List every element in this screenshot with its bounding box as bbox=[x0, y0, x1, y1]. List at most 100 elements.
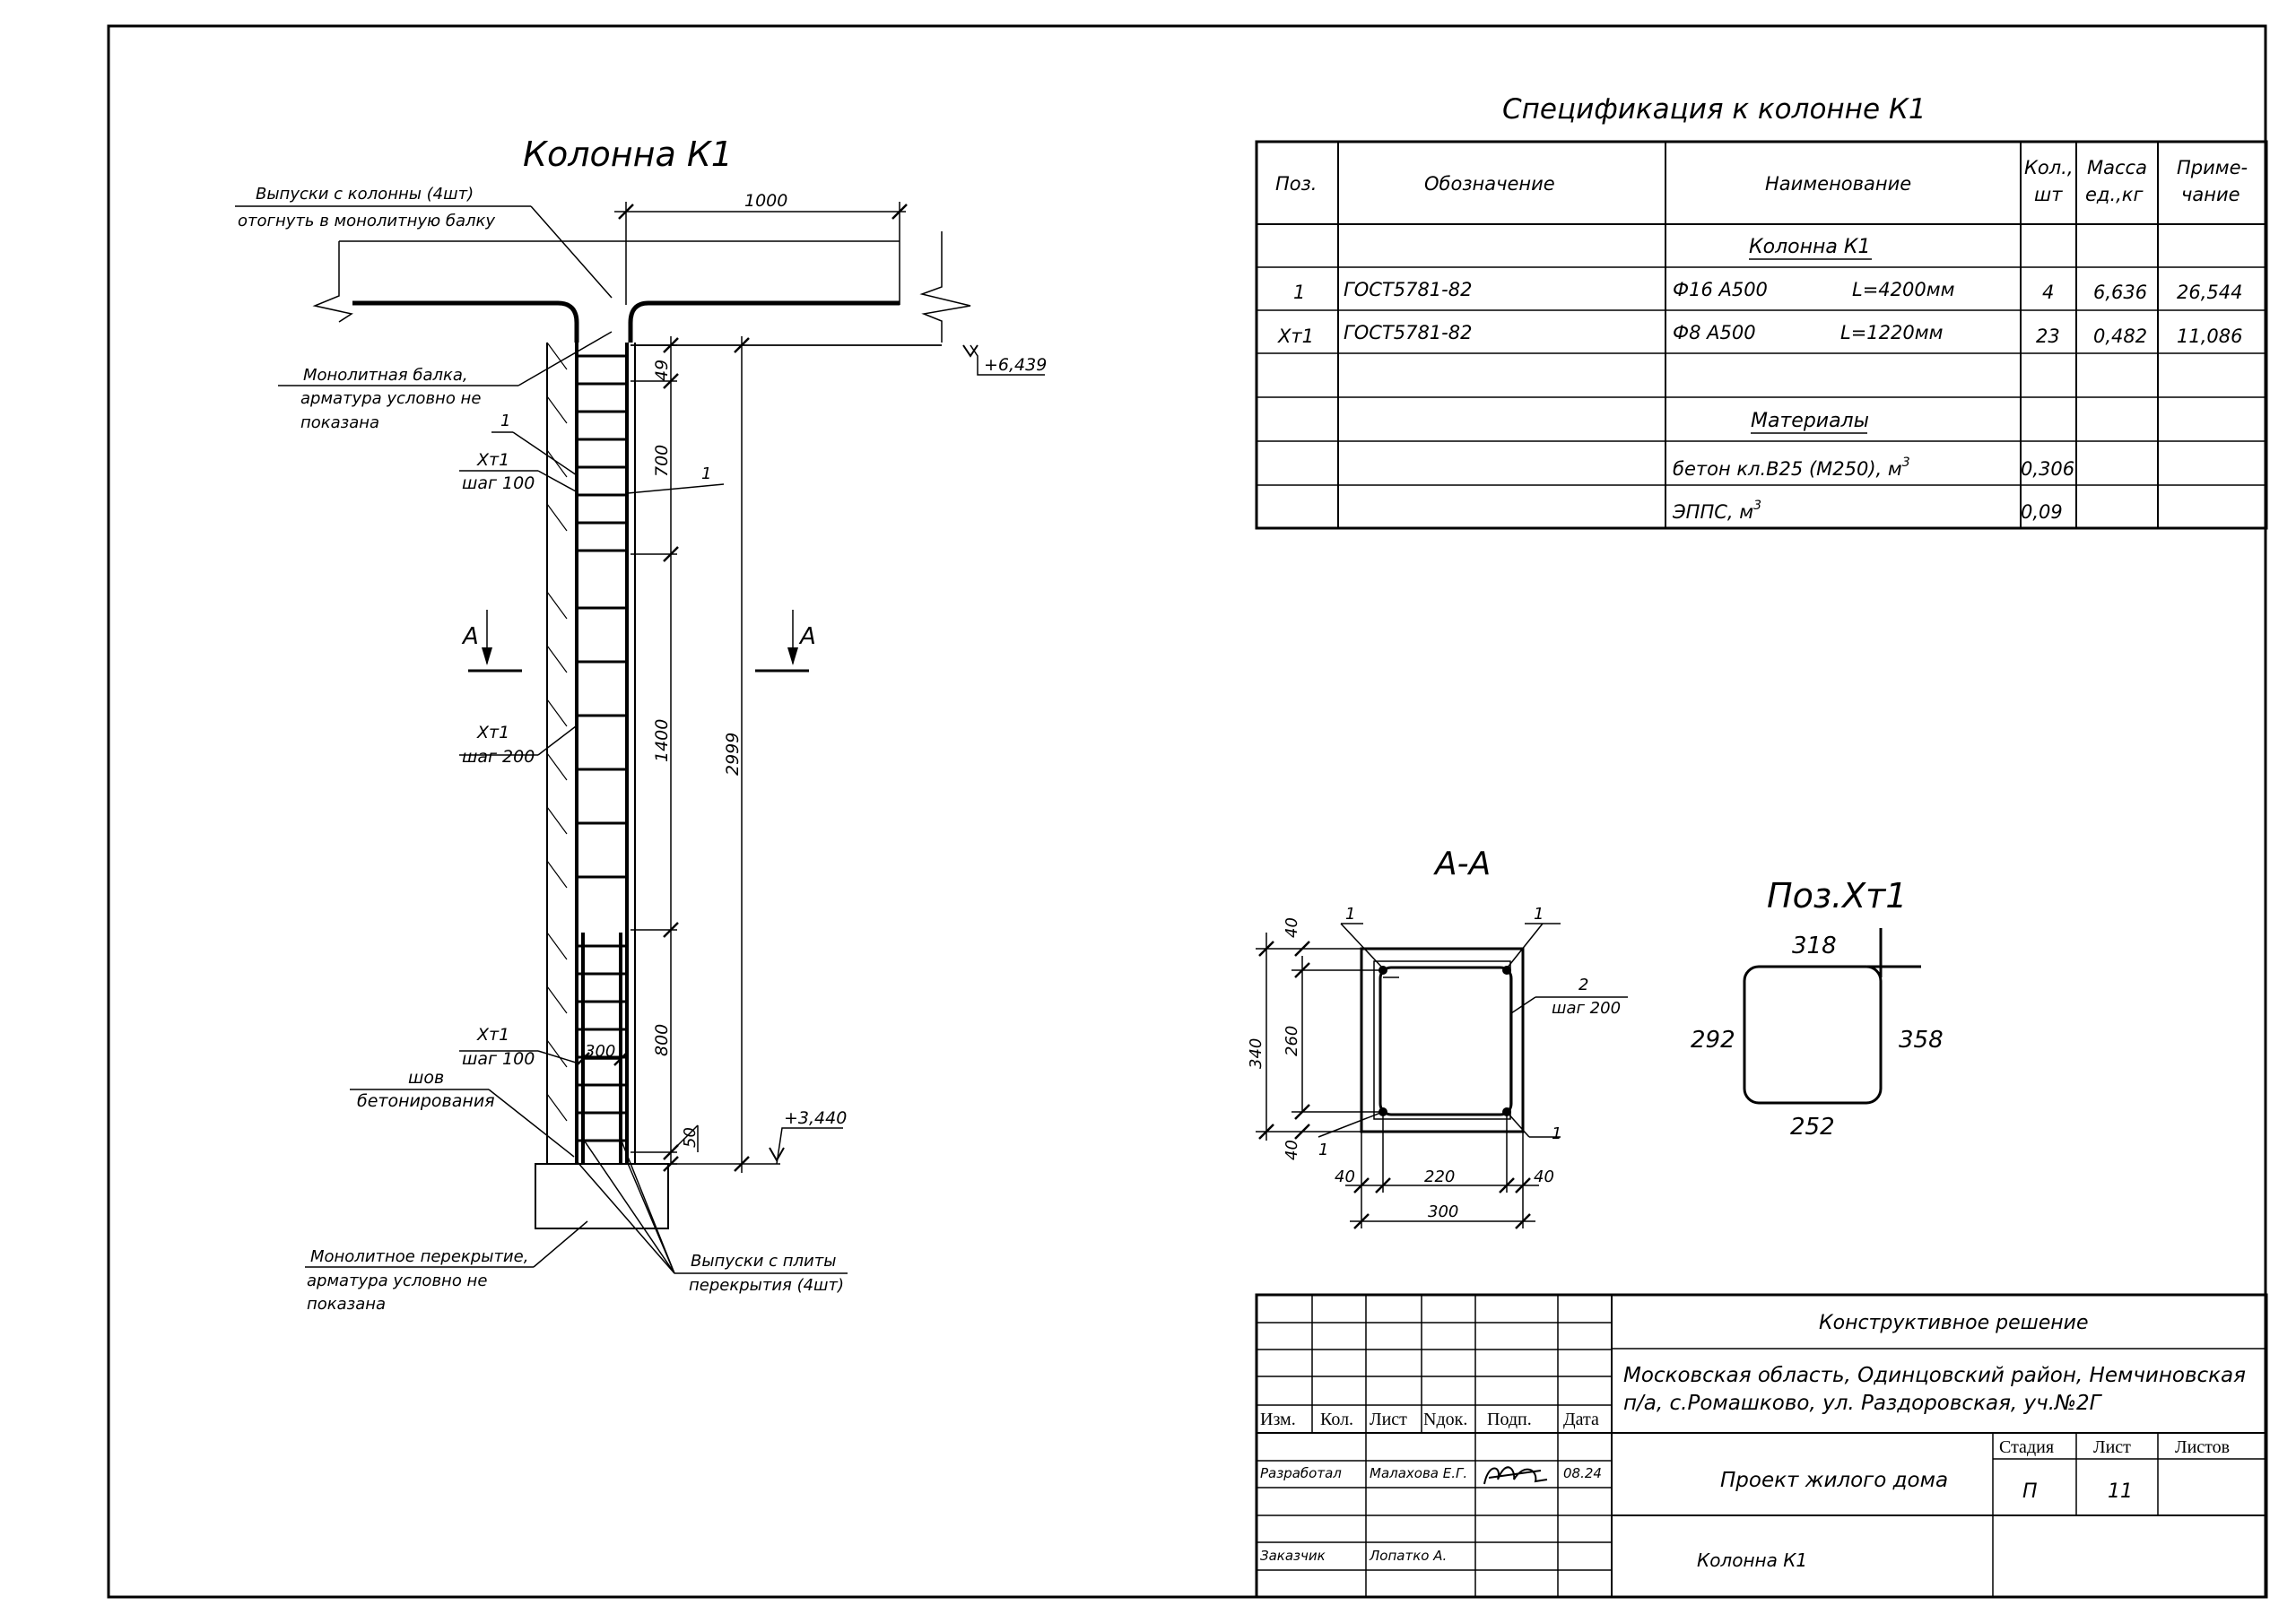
leader-hm1-bot-arrow bbox=[537, 1050, 577, 1063]
aa-dim-40-top: 40 bbox=[1283, 917, 1301, 938]
note-beam-3: показана bbox=[300, 413, 379, 432]
note-outlets-column-2: отогнуть в монолитную балку bbox=[238, 212, 495, 230]
hatch-line bbox=[546, 449, 568, 478]
title-block: Изм. Кол. Лист Nдок. Подп. Дата Разработ… bbox=[1255, 1293, 2268, 1599]
dim-300-tick-r bbox=[613, 1052, 628, 1066]
leader-pos1-left-arrow bbox=[512, 431, 578, 476]
leader-pos1-right bbox=[627, 483, 725, 494]
aa-label-1-bl: 1 bbox=[1318, 1141, 1328, 1159]
callout-step-100-top: шаг 100 bbox=[462, 473, 535, 493]
leader-outlets-column-arrow bbox=[530, 205, 613, 299]
leader-hm1-top-arrow bbox=[537, 470, 577, 492]
spec-row1-designation: ГОСТ5781-82 bbox=[1344, 279, 1472, 300]
svg-text:50: 50 bbox=[681, 1127, 700, 1148]
level-mark-bottom: +3,440 bbox=[769, 1108, 847, 1165]
stirrup-dim-bottom: 252 bbox=[1790, 1114, 1835, 1141]
spec-group-column: Колонна К1 bbox=[1749, 236, 1870, 258]
spec-row2-mass: 0,482 bbox=[2093, 325, 2147, 347]
svg-text:49: 49 bbox=[652, 360, 672, 381]
tb-sheet-value: 11 bbox=[2108, 1480, 2133, 1503]
svg-text:1400: 1400 bbox=[652, 719, 672, 762]
slab bbox=[535, 1163, 669, 1229]
spec-header-note-2: чание bbox=[2181, 184, 2240, 205]
hatch-line bbox=[546, 591, 568, 620]
spec-group-materials: Материалы bbox=[1751, 410, 1869, 432]
aa-dim-40-left: 40 bbox=[1335, 1167, 1355, 1186]
note-slab-2: арматура условно не bbox=[307, 1271, 487, 1290]
spec-header-mass-1: Масса bbox=[2087, 157, 2147, 178]
hatch-line bbox=[546, 699, 568, 727]
leader-outlets-slab-d bbox=[626, 1160, 675, 1274]
hatch-line bbox=[546, 342, 568, 370]
dim-300-label: 300 bbox=[585, 1042, 615, 1061]
note-outlets-slab-2: перекрытия (4шт) bbox=[689, 1276, 844, 1295]
tb-project-name: Проект жилого дома bbox=[1720, 1469, 1948, 1492]
note-beam-1: Монолитная балка, bbox=[303, 366, 468, 385]
leader-outlets-slab-a bbox=[582, 1138, 675, 1274]
outlet-bar-right bbox=[628, 300, 900, 343]
stirrup-dim-left: 292 bbox=[1691, 1027, 1735, 1054]
tb-stage-value: П bbox=[2022, 1480, 2038, 1503]
specification-table: Спецификация к колонне К1 Поз. Обозначен… bbox=[1255, 93, 2268, 530]
dim-1000: 1000 bbox=[614, 191, 908, 305]
aa-label-1-tr: 1 bbox=[1534, 905, 1544, 924]
callout-hm1-bot: Хт1 bbox=[476, 1025, 509, 1045]
callout-hm1-top: Хт1 bbox=[476, 450, 509, 470]
aa-label-1-tl: 1 bbox=[1345, 905, 1355, 924]
aa-dim-300: 300 bbox=[1428, 1202, 1458, 1221]
dim-chain-stirrups: 49 700 1400 800 50 bbox=[631, 336, 700, 1172]
tb-customer-label: Заказчик bbox=[1260, 1548, 1326, 1564]
stirrup-dim-top: 318 bbox=[1792, 933, 1837, 959]
section-aa-title: А-А bbox=[1433, 846, 1491, 882]
spec-row1-pos: 1 bbox=[1293, 282, 1305, 303]
tb-address-1: Московская область, Одинцовский район, Н… bbox=[1623, 1364, 2246, 1387]
spec-row2-note: 11,086 bbox=[2177, 325, 2242, 347]
spec-header-name: Наименование bbox=[1765, 173, 1911, 195]
tb-developed-date: 08.24 bbox=[1563, 1465, 1602, 1481]
spec-mat2-qty: 0,09 bbox=[2021, 501, 2063, 523]
note-seam-2: бетонирования bbox=[357, 1091, 495, 1111]
stirrups bbox=[577, 354, 627, 1142]
spec-row1-length: L=4200мм bbox=[1852, 279, 1955, 300]
spec-mat1-qty: 0,306 bbox=[2021, 458, 2074, 480]
svg-text:1000: 1000 bbox=[744, 191, 787, 211]
tb-developed-name: Малахова Е.Г. bbox=[1370, 1465, 1467, 1481]
tb-header-ndok: Nдок. bbox=[1423, 1410, 1467, 1429]
spec-title: Спецификация к колонне К1 bbox=[1502, 93, 1926, 126]
spec-row2-pos: Хт1 bbox=[1277, 325, 1314, 347]
spec-header-qty-2: шт bbox=[2034, 184, 2063, 205]
spec-row2-qty: 23 bbox=[2036, 325, 2060, 347]
break-line-right bbox=[919, 231, 971, 343]
hatch-line bbox=[546, 806, 568, 835]
svg-text:2999: 2999 bbox=[723, 733, 743, 776]
tb-customer-name: Лопатко А. bbox=[1369, 1548, 1447, 1564]
aa-dim-260: 260 bbox=[1283, 1026, 1301, 1056]
spec-mat1-name: бетон кл.В25 (М250), м3 bbox=[1673, 456, 1910, 480]
callout-pos1-right: 1 bbox=[701, 464, 711, 483]
hatch-line bbox=[546, 985, 568, 1014]
hatch-line bbox=[546, 752, 568, 781]
note-slab-1: Монолитное перекрытие, bbox=[310, 1247, 528, 1266]
aa-dim-40-bot: 40 bbox=[1283, 1140, 1301, 1160]
spec-row1-name: Ф16 А500 bbox=[1673, 279, 1768, 300]
hatch-line bbox=[546, 395, 568, 424]
svg-text:А: А bbox=[798, 623, 816, 650]
spec-row2-designation: ГОСТ5781-82 bbox=[1344, 322, 1472, 343]
section-mark-left: А bbox=[461, 610, 522, 673]
hatch-line bbox=[546, 1039, 568, 1068]
tb-drawing-name: Колонна К1 bbox=[1697, 1549, 1807, 1571]
section-mark-right: А bbox=[755, 610, 816, 673]
stirrup-dim-right: 358 bbox=[1899, 1027, 1944, 1054]
hatch-line bbox=[546, 1093, 568, 1122]
note-slab-3: показана bbox=[307, 1295, 386, 1314]
callout-hm1-mid: Хт1 bbox=[476, 723, 509, 742]
aa-label-2-step: шаг 200 bbox=[1552, 999, 1621, 1018]
leader-outlets-slab-c bbox=[576, 1160, 675, 1274]
spec-row1-note: 26,544 bbox=[2177, 282, 2242, 303]
tb-header-list: Лист bbox=[1370, 1410, 1407, 1429]
svg-text:+3,440: +3,440 bbox=[784, 1108, 847, 1128]
hatch-line bbox=[546, 932, 568, 960]
spec-header-qty-1: Кол., bbox=[2024, 157, 2074, 178]
dim-2999: 2999 bbox=[635, 336, 942, 1173]
